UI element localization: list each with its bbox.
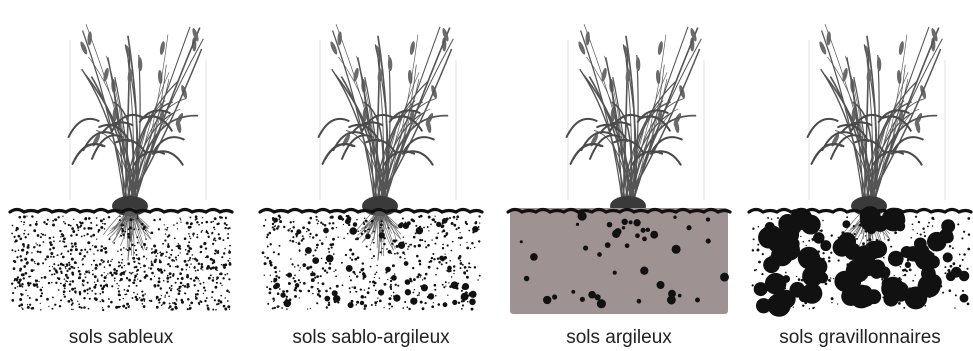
sandy-clay-soil-illustration	[258, 0, 484, 320]
sandy-soil-illustration	[8, 0, 234, 320]
caption-sandy-clay-soil: sols sablo-argileux	[258, 328, 484, 348]
panel-clay-soil: sols argileux	[506, 0, 732, 351]
panel-sandy-soil: sols sableux	[8, 0, 234, 351]
panel-gravel-soil: sols gravillonnaires	[747, 0, 973, 351]
caption-sandy-soil: sols sableux	[8, 328, 234, 348]
sandy-clay-soil-body	[260, 210, 482, 311]
gravel-soil-illustration	[747, 0, 973, 320]
clay-soil-body	[508, 208, 730, 314]
caption-gravel-soil: sols gravillonnaires	[747, 328, 973, 348]
gravel-soil-body	[749, 206, 971, 317]
caption-clay-soil: sols argileux	[506, 328, 732, 348]
sand-soil-body	[10, 210, 232, 312]
clay-soil-illustration	[506, 0, 732, 320]
panel-sandy-clay-soil: sols sablo-argileux	[258, 0, 484, 351]
